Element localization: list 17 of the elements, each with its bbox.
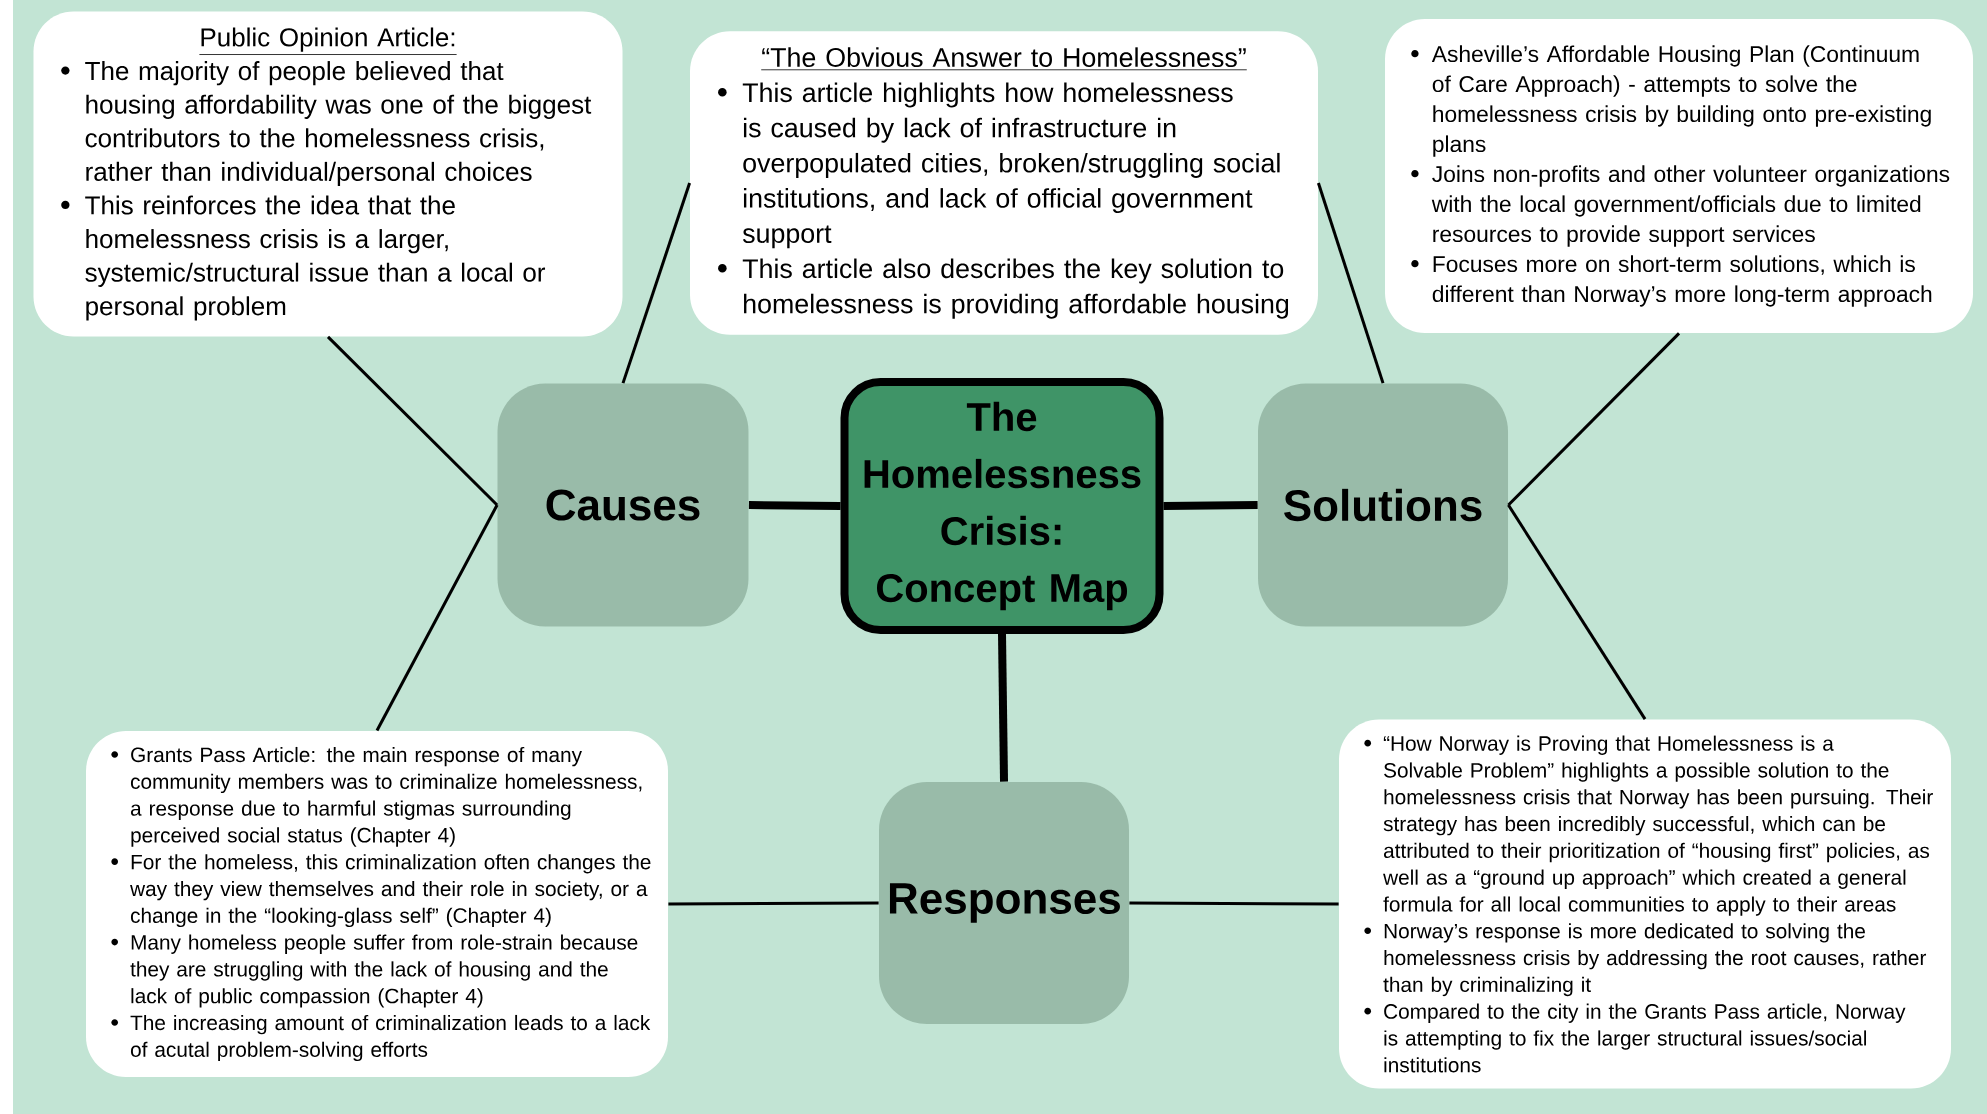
text-bubble: Asheville’s Affordable Housing Plan (Continuum of Care Approach) - attempts to solve the homelessness crisis by building onto pre-existing plans Joins non-profits and other volunteer organizations with the local government/officials due to limited resources to provide support services Focuses more on short-term solutions, which is different than Norway’s more long-term approach: [1385, 19, 1973, 333]
title-box: The Homelessness Crisis: Concept Map: [840, 378, 1164, 634]
connector-line: [1317, 182, 1385, 384]
text-bubble: “The Obvious Answer to Homelessness” This article highlights how homelessness is caused by lack of infrastructure in overpopulated cities, broken/struggling social institutions, and lack of official government support This article also describes the key solution to homelessness is providing affordable housing: [690, 31, 1318, 335]
connector-line: [1507, 504, 1647, 720]
text-bubble: Grants Pass Article: the main response of many community members was to criminalize homelessness, a response due to harmful stigmas surrounding perceived social status (Chapter 4) For the homeless, this criminalization often changes the way they view themselves and their role in society, or a change in the “looking-glass self” (Chapter 4) Many homeless people suffer from role-strain because they are struggling with the lack of housing and the lack of public compassion (Chapter 4) The increasing amount of criminalization leads to a lack of acutal problem-solving efforts: [86, 730, 668, 1078]
connector-line: [1507, 332, 1681, 507]
category-box: Solutions: [1258, 383, 1508, 627]
text-bubble: Public Opinion Article: The majority of people believed that housing affordability was one of the biggest contributors to the homelessness crisis, rather than individual/personal choices This reinforces the idea that the homelessness crisis is a larger, systemic/structural issue than a local or personal problem: [33, 11, 623, 337]
category-box: Causes: [497, 383, 749, 627]
connector-line: [668, 901, 879, 906]
category-box: Responses: [879, 782, 1129, 1024]
text-bubble: “How Norway is Proving that Homelessness is a Solvable Problem” highlights a possible solution to the homelessness crisis that Norway has been pursuing. Their strategy has been incredibly successful, which can be attributed to their prioritization of “housing first” policies, as well as a “ground up approach” which created a general formula for all local communities to apply to their areas Norway’s response is more dedicated to solving the homelessness crisis by addressing the root causes, rather than by criminalizing it Compared to the city in the Grants Pass article, Norway is attempting to fix the larger structural issues/social institutions: [1339, 719, 1951, 1089]
connector-line: [326, 335, 499, 507]
connector-line: [375, 504, 499, 732]
connector-line: [1129, 901, 1339, 906]
connector-line: [621, 182, 692, 384]
